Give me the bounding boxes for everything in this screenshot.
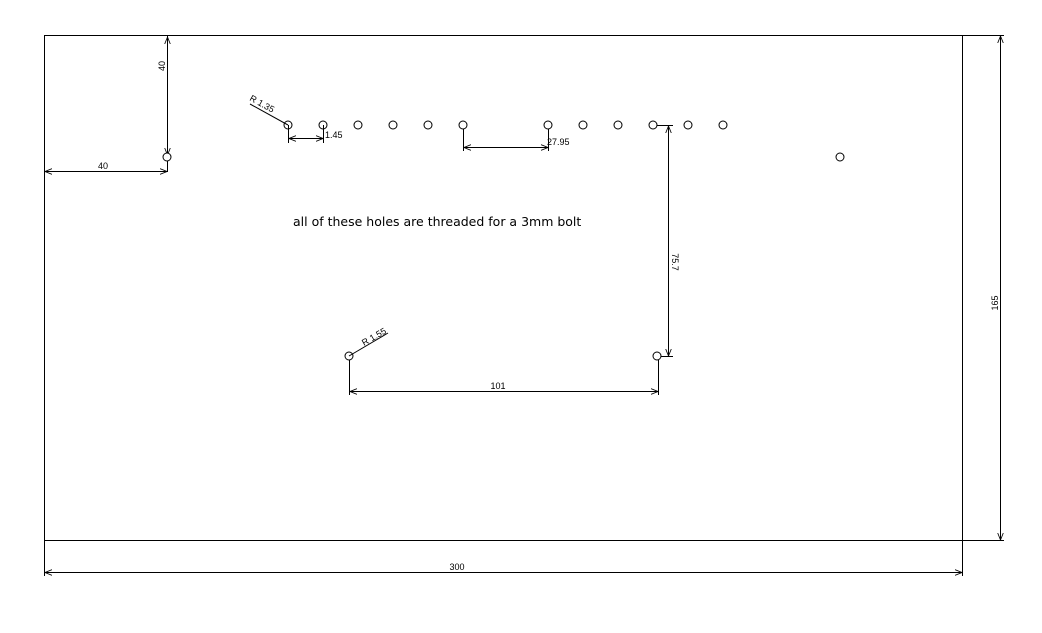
hole — [683, 120, 693, 130]
gap-label: 1.45 — [325, 130, 343, 140]
radius-top-label: R 1.35 — [248, 93, 276, 115]
height-dimension-label: 165 — [990, 295, 1000, 310]
hole — [543, 120, 553, 130]
hole — [613, 120, 623, 130]
hole — [458, 120, 468, 130]
hole — [648, 120, 658, 130]
top-hole-row — [283, 120, 728, 130]
bottom-right-hole — [652, 351, 662, 361]
radius-top-leader — [249, 103, 289, 126]
radius-bottom-leader — [348, 332, 389, 357]
width-dimension-label: 300 — [449, 562, 464, 572]
top-offset-label: 40 — [157, 61, 167, 71]
thread-note: all of these holes are threaded for a 3m… — [293, 214, 581, 229]
hole — [423, 120, 433, 130]
hole — [718, 120, 728, 130]
extension-lines — [44, 35, 1004, 576]
hole — [353, 120, 363, 130]
hole — [578, 120, 588, 130]
spacing-label: 27.95 — [547, 137, 570, 147]
bottom-spacing-label: 101 — [490, 381, 505, 391]
corner-hole — [162, 152, 172, 162]
radius-bottom-label: R 1.55 — [360, 326, 388, 348]
hole — [388, 120, 398, 130]
plate-outline — [44, 35, 963, 541]
left-offset-label: 40 — [98, 161, 108, 171]
isolated-hole — [835, 152, 845, 162]
vertical-spacing-label: 75.7 — [670, 253, 680, 271]
